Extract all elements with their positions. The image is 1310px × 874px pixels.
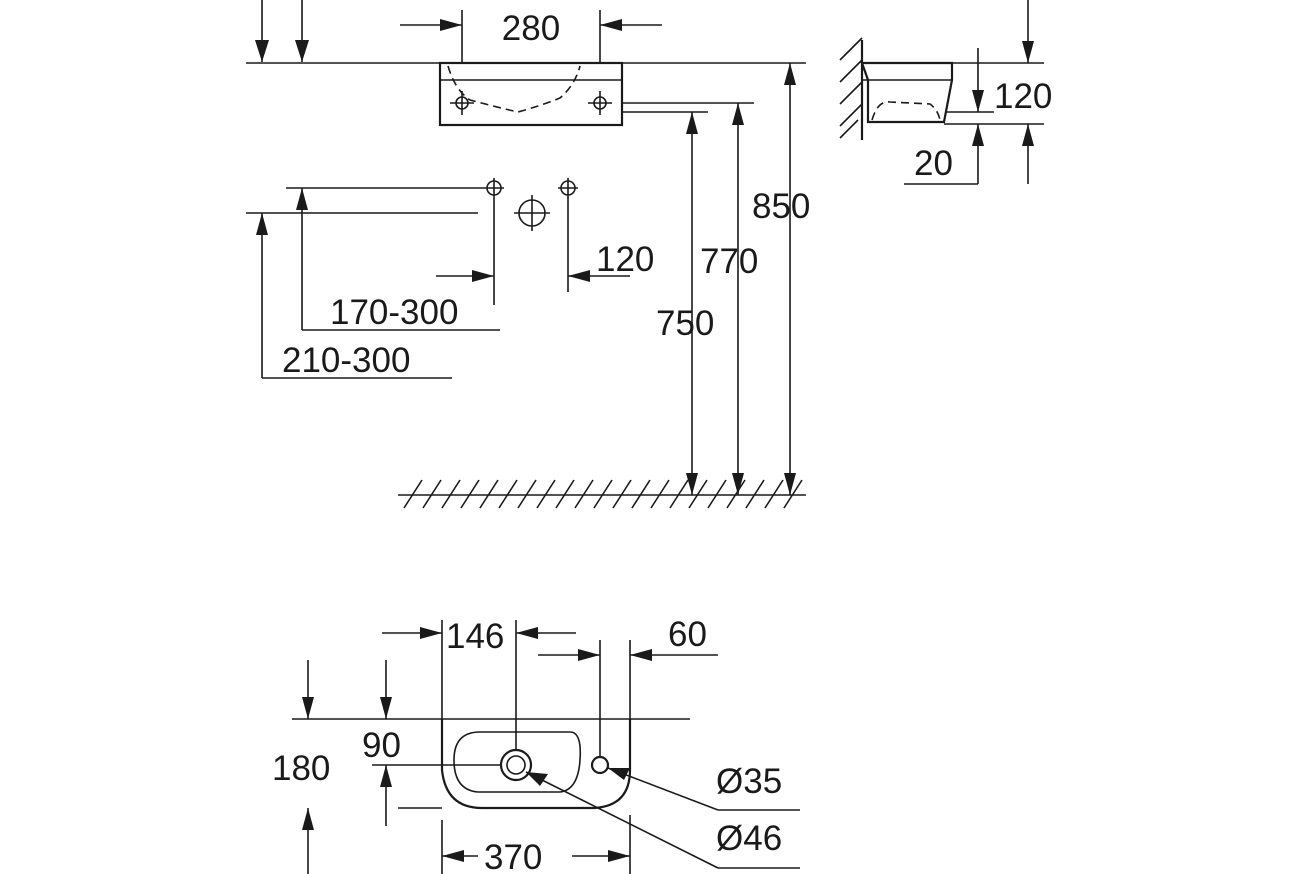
hatch-line xyxy=(612,479,632,509)
dim-280: 280 xyxy=(502,9,560,48)
basin-front xyxy=(438,61,624,127)
hatch-line xyxy=(517,479,537,509)
dim-120-side: 120 xyxy=(994,77,1052,116)
dim-210-300: 210-300 xyxy=(282,341,410,380)
hatch-line xyxy=(441,479,461,509)
dim-diameter-46: Ø46 xyxy=(716,819,782,858)
dim-370: 370 xyxy=(484,838,542,874)
front-view: 280 850 770 750 xyxy=(246,0,810,509)
hatch-line xyxy=(555,479,575,509)
hatch-line xyxy=(669,479,689,509)
dim-diameter-35: Ø35 xyxy=(716,762,782,801)
hatch-line xyxy=(593,479,613,509)
dim-180: 180 xyxy=(272,749,330,788)
dim-20: 20 xyxy=(914,144,953,183)
hatch-line xyxy=(783,479,803,509)
hatch-line xyxy=(650,479,670,509)
top-view: 146 60 180 90 370 Ø35 Ø46 xyxy=(272,615,800,874)
hatch-line xyxy=(479,479,499,509)
hatch-line xyxy=(764,479,784,509)
hatch-line xyxy=(574,479,594,509)
dim-90: 90 xyxy=(362,726,401,765)
hatch-line xyxy=(631,479,651,509)
hatch-line xyxy=(498,479,518,509)
hatch-line xyxy=(726,479,746,509)
dim-146: 146 xyxy=(446,617,504,656)
hatch-line xyxy=(707,479,727,509)
floor-hatch xyxy=(398,479,806,509)
dim-170-300: 170-300 xyxy=(330,293,458,332)
hatch-line xyxy=(460,479,480,509)
dim-750: 750 xyxy=(656,304,714,343)
hatch-line xyxy=(536,479,556,509)
side-view: 120 20 xyxy=(839,0,1052,185)
dim-120-front: 120 xyxy=(596,240,654,279)
dim-850: 850 xyxy=(752,187,810,226)
hatch-line xyxy=(688,479,708,509)
hatch-line xyxy=(422,479,442,509)
dim-770: 770 xyxy=(700,242,758,281)
hatch-line xyxy=(745,479,765,509)
wall-fixings xyxy=(484,178,578,231)
hatch-line xyxy=(403,479,423,509)
dim-60: 60 xyxy=(668,615,707,654)
